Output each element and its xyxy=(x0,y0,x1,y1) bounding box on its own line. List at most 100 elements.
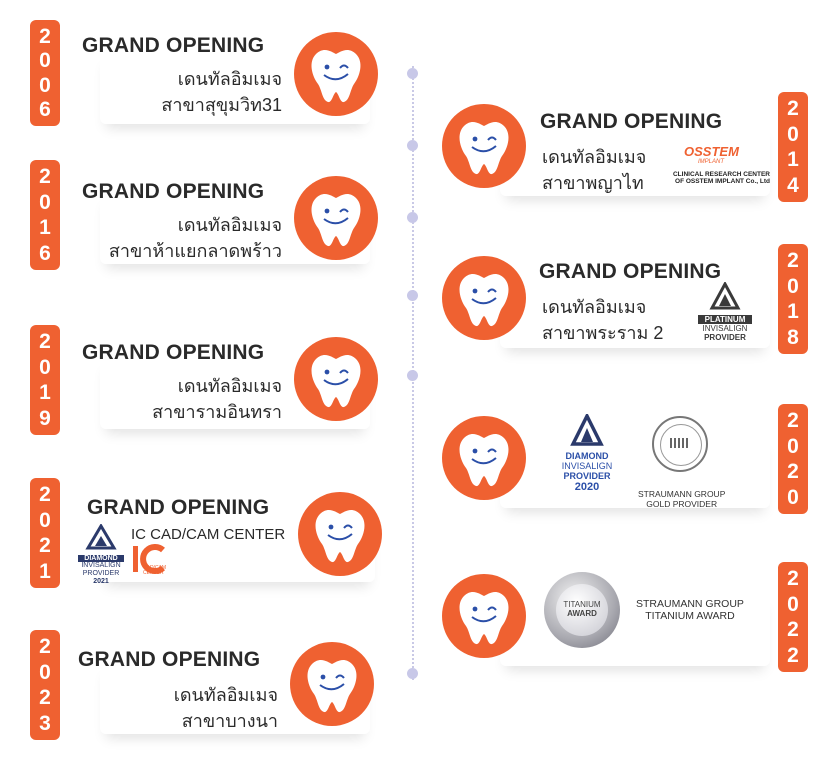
milestone-card-2020: DIAMOND INVISALIGN PROVIDER 2020 STRAUMA… xyxy=(440,404,810,514)
provider-label: PROVIDER xyxy=(704,333,746,342)
straumann-gold-seal-icon xyxy=(652,416,708,472)
grand-opening-title: GRAND OPENING xyxy=(540,110,723,133)
straumann-gold-caption: STRAUMANN GROUP GOLD PROVIDER xyxy=(638,489,726,510)
year-digit: 2 xyxy=(787,618,799,642)
year-digit: 0 xyxy=(39,49,51,73)
year-badge: 2 0 2 2 xyxy=(778,562,808,672)
year-digit: 2 xyxy=(787,567,799,591)
cadcam-center-label: IC CAD/CAM CENTER xyxy=(131,526,286,543)
brand-name: เดนทัลอิมเมจ xyxy=(177,215,282,235)
milestone-card-2016: 2 0 1 6 GRAND OPENING เดนทัลอิมเมจ สาขาห… xyxy=(30,160,390,270)
tooth-mascot-icon xyxy=(459,591,509,645)
award-label: AWARD xyxy=(567,609,597,618)
tooth-logo-icon xyxy=(442,256,526,340)
tooth-mascot-icon xyxy=(311,193,361,247)
tooth-mascot-icon xyxy=(459,273,509,327)
year-digit: 0 xyxy=(787,485,799,509)
year-digit: 4 xyxy=(787,173,799,197)
triangle-icon xyxy=(570,412,604,446)
grand-opening-title: GRAND OPENING xyxy=(87,496,270,519)
year-badge: 2 0 2 0 xyxy=(778,404,808,514)
timeline-dot xyxy=(407,668,418,679)
osstem-line1: CLINICAL RESEARCH CENTER xyxy=(672,171,770,178)
tooth-logo-icon xyxy=(442,574,526,658)
tooth-logo-icon xyxy=(442,104,526,188)
ic-logo-line: CENTER xyxy=(143,570,164,576)
invisalign-label: INVISALIGN xyxy=(81,562,121,569)
brand-name: เดนทัลอิมเมจ xyxy=(542,147,647,167)
year-badge: 2 0 2 3 xyxy=(30,630,60,740)
ic-logo-line: CAD/CAM xyxy=(143,565,167,571)
caption-line: GOLD PROVIDER xyxy=(646,498,718,509)
triangle-icon xyxy=(709,280,741,310)
brand-name: เดนทัลอิมเมจ xyxy=(177,69,282,89)
grand-opening-title: GRAND OPENING xyxy=(82,341,265,364)
year-digit: 1 xyxy=(787,148,799,172)
provider-label: PROVIDER xyxy=(82,570,120,578)
year-digit: 6 xyxy=(39,98,51,122)
tooth-mascot-icon xyxy=(311,49,361,103)
diamond-label: DIAMOND xyxy=(78,555,124,562)
year-digit: 2 xyxy=(787,97,799,121)
ic-cadcam-logo: CAD/CAM CENTER xyxy=(131,544,167,584)
tooth-logo-icon xyxy=(294,337,378,421)
tooth-logo-icon xyxy=(290,642,374,726)
caption-line: STRAUMANN GROUP xyxy=(636,598,744,610)
osstem-implant: IMPLANT xyxy=(698,159,725,165)
brand-name: เดนทัลอิมเมจ xyxy=(542,297,647,317)
timeline-dot xyxy=(407,212,418,223)
year-digit: 8 xyxy=(787,325,799,349)
year-digit: 0 xyxy=(39,190,51,214)
year-digit: 0 xyxy=(787,122,799,146)
year-digit: 1 xyxy=(39,216,51,240)
year-badge: 2 0 0 6 xyxy=(30,20,60,126)
tooth-mascot-icon xyxy=(315,509,365,563)
grand-opening-title: GRAND OPENING xyxy=(539,260,722,283)
year-digit: 1 xyxy=(787,300,799,324)
year-digit: 2 xyxy=(39,330,51,354)
tooth-mascot-icon xyxy=(311,354,361,408)
year-digit: 2 xyxy=(39,534,51,558)
year-digit: 0 xyxy=(787,274,799,298)
milestone-card-2018: GRAND OPENING เดนทัลอิมเมจ สาขาพระราม 2 … xyxy=(440,244,810,354)
year-digit: 0 xyxy=(39,660,51,684)
provider-label: PROVIDER xyxy=(563,471,611,481)
year-digit: 9 xyxy=(39,406,51,430)
year-digit: 0 xyxy=(39,355,51,379)
osstem-line2: OF OSSTEM IMPLANT Co., Ltd xyxy=(675,178,770,185)
milestone-card-2006: 2 0 0 6 GRAND OPENING เดนทัลอิมเมจ สาขาส… xyxy=(30,20,390,126)
year-digit: 0 xyxy=(787,592,799,616)
branch-name: สาขาบางนา xyxy=(181,711,278,731)
titanium-award-badge: TITANIUM AWARD xyxy=(544,572,620,648)
year-badge: 2 0 2 1 xyxy=(30,478,60,588)
year-digit: 0 xyxy=(39,73,51,97)
year-badge: 2 0 1 8 xyxy=(778,244,808,354)
brand-name: เดนทัลอิมเมจ xyxy=(177,376,282,396)
branch-name: สาขาพญาไท xyxy=(542,173,644,193)
invisalign-label: INVISALIGN xyxy=(561,461,613,471)
year-digit: 2 xyxy=(787,249,799,273)
card-shadow xyxy=(500,122,770,196)
year-digit: 2 xyxy=(39,483,51,507)
tooth-mascot-icon xyxy=(459,433,509,487)
tooth-logo-icon xyxy=(294,176,378,260)
caption-line: TITANIUM AWARD xyxy=(645,610,735,623)
brand-name: เดนทัลอิมเมจ xyxy=(173,685,278,705)
milestone-card-2021: 2 0 2 1 GRAND OPENING IC CAD/CAM CENTER … xyxy=(30,478,395,588)
diamond-invisalign-logo: DIAMOND INVISALIGN PROVIDER 2020 xyxy=(554,412,620,493)
year-digit: 2 xyxy=(39,165,51,189)
platinum-label: PLATINUM xyxy=(698,315,752,324)
year-label: 2020 xyxy=(574,481,600,493)
ic-logo-icon xyxy=(133,544,165,574)
year-digit: 2 xyxy=(39,686,51,710)
year-digit: 6 xyxy=(39,241,51,265)
year-badge: 2 0 1 6 xyxy=(30,160,60,270)
milestone-card-2019: 2 0 1 9 GRAND OPENING เดนทัลอิมเมจ สาขาร… xyxy=(30,325,390,435)
milestone-card-2014: GRAND OPENING เดนทัลอิมเมจ สาขาพญาไท OSS… xyxy=(440,92,810,202)
timeline-dot xyxy=(407,290,418,301)
caption-line: STRAUMANN GROUP xyxy=(638,489,726,499)
year-digit: 2 xyxy=(787,409,799,433)
timeline-dot xyxy=(407,140,418,151)
milestone-card-2023: 2 0 2 3 GRAND OPENING เดนทัลอิมเมจ สาขาบ… xyxy=(30,630,390,740)
year-digit: 1 xyxy=(39,381,51,405)
